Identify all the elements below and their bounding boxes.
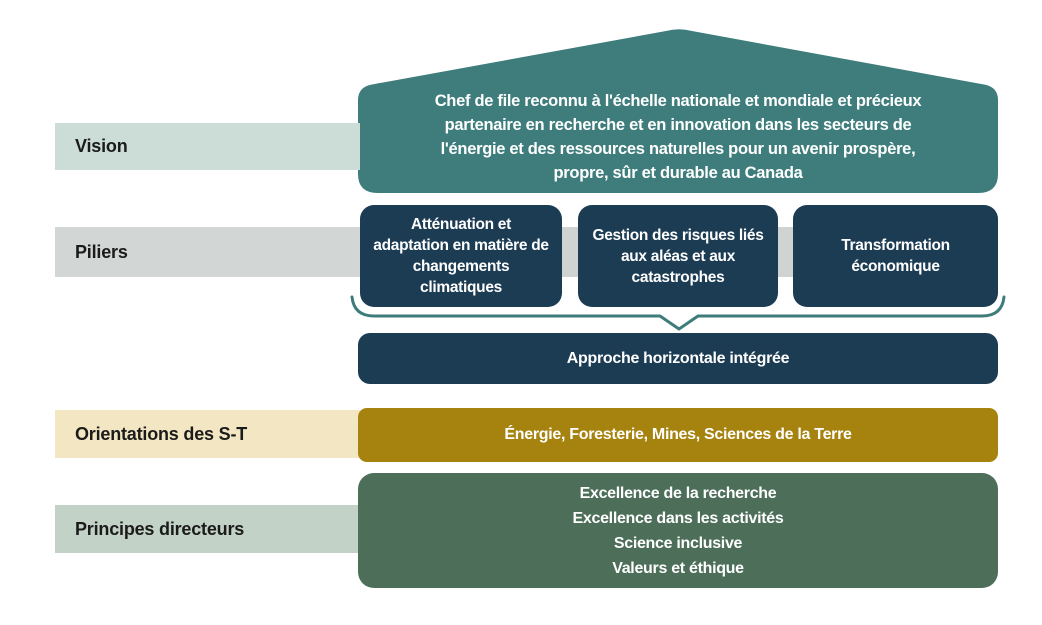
row-label-orientations: Orientations des S-T [55, 410, 360, 458]
piliers-label: Piliers [75, 241, 128, 262]
vision-statement-line: l'énergie et des ressources naturelles p… [440, 140, 916, 158]
vision-statement: Chef de file reconnu à l'échelle nationa… [378, 86, 978, 188]
vision-statement-line: Chef de file reconnu à l'échelle nationa… [434, 92, 922, 110]
st-orientations-box: Énergie, Foresterie, Mines, Sciences de … [358, 408, 998, 462]
pillar-box-economy: Transformation économique [793, 205, 998, 307]
guiding-principles-box: Excellence de la recherche Excellence da… [358, 473, 998, 588]
principle-item: Science inclusive [613, 534, 743, 552]
orientations-label: Orientations des S-T [75, 423, 248, 444]
st-orientations-value: Énergie, Foresterie, Mines, Sciences de … [504, 426, 852, 443]
pillar-box-climate: Atténuation et adaptation en matière de … [360, 205, 562, 307]
pillar-box-risk: Gestion des risques liés aux aléas et au… [578, 205, 778, 307]
row-label-vision: Vision [55, 123, 360, 170]
vision-statement-line: partenaire en recherche et en innovation… [444, 116, 912, 134]
row-label-piliers: Piliers [55, 227, 360, 277]
principle-item: Valeurs et éthique [612, 559, 744, 577]
row-label-principes: Principes directeurs [55, 505, 360, 553]
principes-label: Principes directeurs [75, 518, 245, 539]
vision-statement-line: propre, sûr et durable au Canada [553, 164, 803, 182]
principle-item: Excellence dans les activités [572, 509, 784, 527]
principle-item: Excellence de la recherche [579, 484, 777, 502]
integrated-approach-label: Approche horizontale intégrée [566, 349, 790, 367]
pillar-economy-label: Transformation économique [841, 237, 950, 275]
pillar-climate-label: Atténuation et adaptation en matière de … [373, 216, 549, 296]
pillar-risk-label: Gestion des risques liés aux aléas et au… [592, 226, 764, 286]
integrated-approach-box: Approche horizontale intégrée [358, 333, 998, 384]
vision-label: Vision [75, 136, 128, 156]
